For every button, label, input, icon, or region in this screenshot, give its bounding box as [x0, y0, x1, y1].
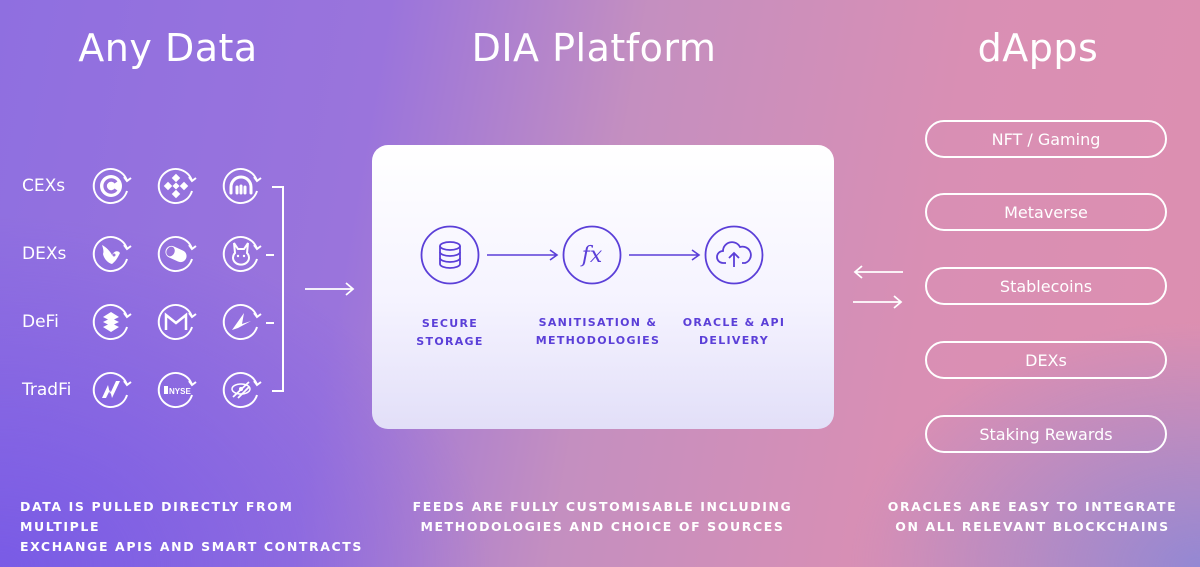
footer-middle: FEEDS ARE FULLY CUSTOMISABLE INCLUDING M… [412, 499, 793, 534]
arrow-right [853, 295, 903, 309]
uniswap-icon [88, 231, 134, 277]
row-label-defi: DeFi [22, 312, 59, 332]
maker-icon [153, 299, 199, 345]
sources-bracket [272, 186, 284, 392]
sushiswap-icon [153, 231, 199, 277]
footer-left: DATA IS PULLED DIRECTLY FROM MULTIPLE EX… [20, 499, 364, 554]
kraken-icon [218, 163, 264, 209]
coinbase-icon [88, 163, 134, 209]
footer-right: ORACLES ARE EASY TO INTEGRATE ON ALL REL… [887, 499, 1178, 534]
aave-icon [218, 299, 264, 345]
flow-arrow [629, 249, 701, 261]
bracket-tick [266, 254, 274, 256]
fx-symbol: fx [580, 243, 603, 268]
database-icon [420, 225, 480, 285]
stage-label-storage: SECURE STORAGE [416, 317, 484, 348]
cloud-upload-icon [704, 225, 764, 285]
dapp-dexs[interactable]: DEXs [925, 341, 1167, 379]
nyse-logo-text: NYSE [169, 387, 191, 396]
nasdaq-icon [88, 367, 134, 413]
dapp-metaverse[interactable]: Metaverse [925, 193, 1167, 231]
bracket-tick [266, 322, 274, 324]
stage-label-delivery: ORACLE & API DELIVERY [682, 316, 786, 347]
pancakeswap-icon [218, 231, 264, 277]
arrow-left [853, 265, 903, 279]
compound-icon [88, 299, 134, 345]
row-label-tradfi: TradFi [22, 380, 72, 400]
dapp-staking-rewards[interactable]: Staking Rewards [925, 415, 1167, 453]
flow-arrow [487, 249, 559, 261]
dapp-stablecoins[interactable]: Stablecoins [925, 267, 1167, 305]
function-icon: fx [562, 225, 622, 285]
stage-label-sanitisation: SANITISATION & METHODOLOGIES [535, 316, 661, 347]
platform-card: fx SECURE STORAGE SANITISATION & METHODO… [372, 145, 834, 429]
input-arrow [305, 281, 355, 297]
binance-icon [153, 163, 199, 209]
nyse-icon: NYSE [153, 367, 199, 413]
row-label-cexs: CEXs [22, 176, 66, 196]
dapp-nft-gaming[interactable]: NFT / Gaming [925, 120, 1167, 158]
dapps-title: dApps [977, 26, 1099, 70]
ticker-icon [218, 367, 264, 413]
row-label-dexs: DEXs [22, 244, 67, 264]
any-data-title: Any Data [78, 26, 258, 70]
dia-platform-title: DIA Platform [471, 26, 717, 70]
